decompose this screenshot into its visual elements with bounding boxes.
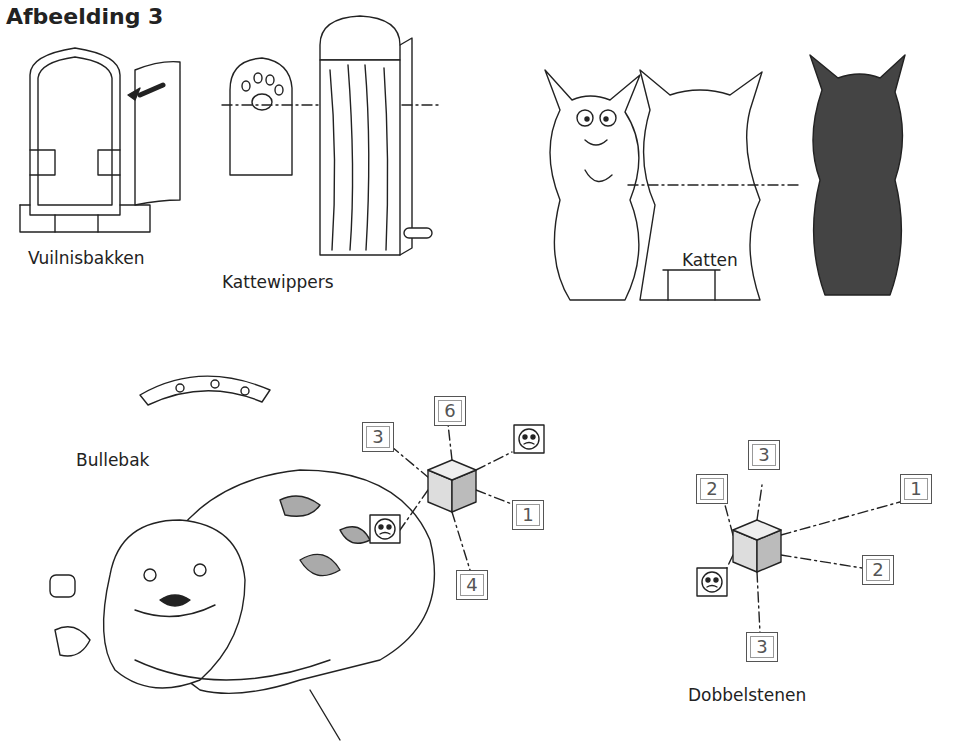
die-face: 1 — [512, 500, 544, 530]
die-face: 2 — [696, 474, 728, 504]
die-face: 1 — [900, 474, 932, 504]
cats — [545, 55, 905, 300]
die-face: 3 — [362, 422, 394, 452]
part-label: Kattewippers — [222, 272, 334, 292]
face-number: 3 — [372, 428, 383, 446]
figure-title: Afbeelding 3 — [6, 4, 163, 29]
face-number: 1 — [522, 506, 533, 524]
face-number: 6 — [444, 402, 455, 420]
die-face: 3 — [748, 440, 780, 470]
die-face: 2 — [862, 555, 894, 585]
die-face: 4 — [456, 570, 488, 600]
part-label: Bullebak — [76, 450, 149, 470]
die-one — [370, 424, 544, 570]
part-label: Vuilnisbakken — [28, 248, 145, 268]
bulldog-face-icon — [375, 429, 722, 592]
face-number: 2 — [872, 561, 883, 579]
face-number: 4 — [466, 576, 477, 594]
face-number: 3 — [756, 638, 767, 656]
trash-bin — [20, 48, 180, 232]
cat-flap — [222, 16, 440, 255]
face-number: 1 — [910, 480, 921, 498]
face-number: 2 — [706, 480, 717, 498]
die-two — [697, 485, 900, 633]
face-number: 3 — [758, 446, 769, 464]
part-label: Dobbelstenen — [688, 685, 806, 705]
part-label: Katten — [682, 250, 738, 270]
bulldog — [50, 376, 434, 740]
die-face: 3 — [746, 632, 778, 662]
die-face: 6 — [434, 396, 466, 426]
